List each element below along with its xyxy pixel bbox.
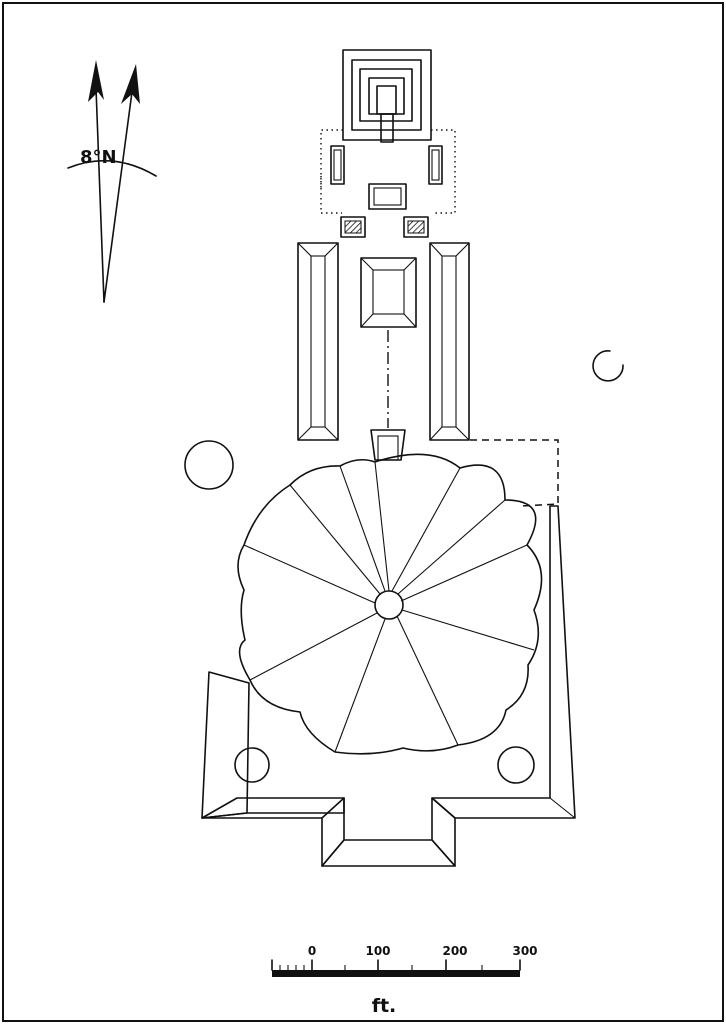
- north-sanctuary: [342, 49, 432, 143]
- north-label: 8°N: [80, 147, 117, 168]
- scale-tick-100: 100: [365, 944, 390, 958]
- courtyard-structures: [330, 145, 443, 238]
- west-mound: [184, 440, 234, 490]
- scale-tick-0: 0: [308, 944, 316, 958]
- platform: [201, 505, 576, 867]
- scale-tick-300: 300: [512, 944, 537, 958]
- east-mound: [592, 350, 624, 382]
- round-hall: [237, 453, 543, 755]
- gateway: [370, 429, 406, 461]
- southwest-well: [234, 747, 270, 783]
- southeast-well: [497, 746, 535, 784]
- scale-bar: [271, 959, 521, 977]
- scale-tick-200: 200: [442, 944, 467, 958]
- east-long-hall: [429, 242, 470, 441]
- scale-unit: ft.: [372, 995, 397, 1017]
- central-shrine: [360, 257, 417, 328]
- north-arrow-icon: [67, 60, 157, 303]
- courtyard-enclosure: [320, 129, 343, 214]
- dashed-wall-trace: [470, 439, 559, 507]
- west-long-hall: [297, 242, 339, 441]
